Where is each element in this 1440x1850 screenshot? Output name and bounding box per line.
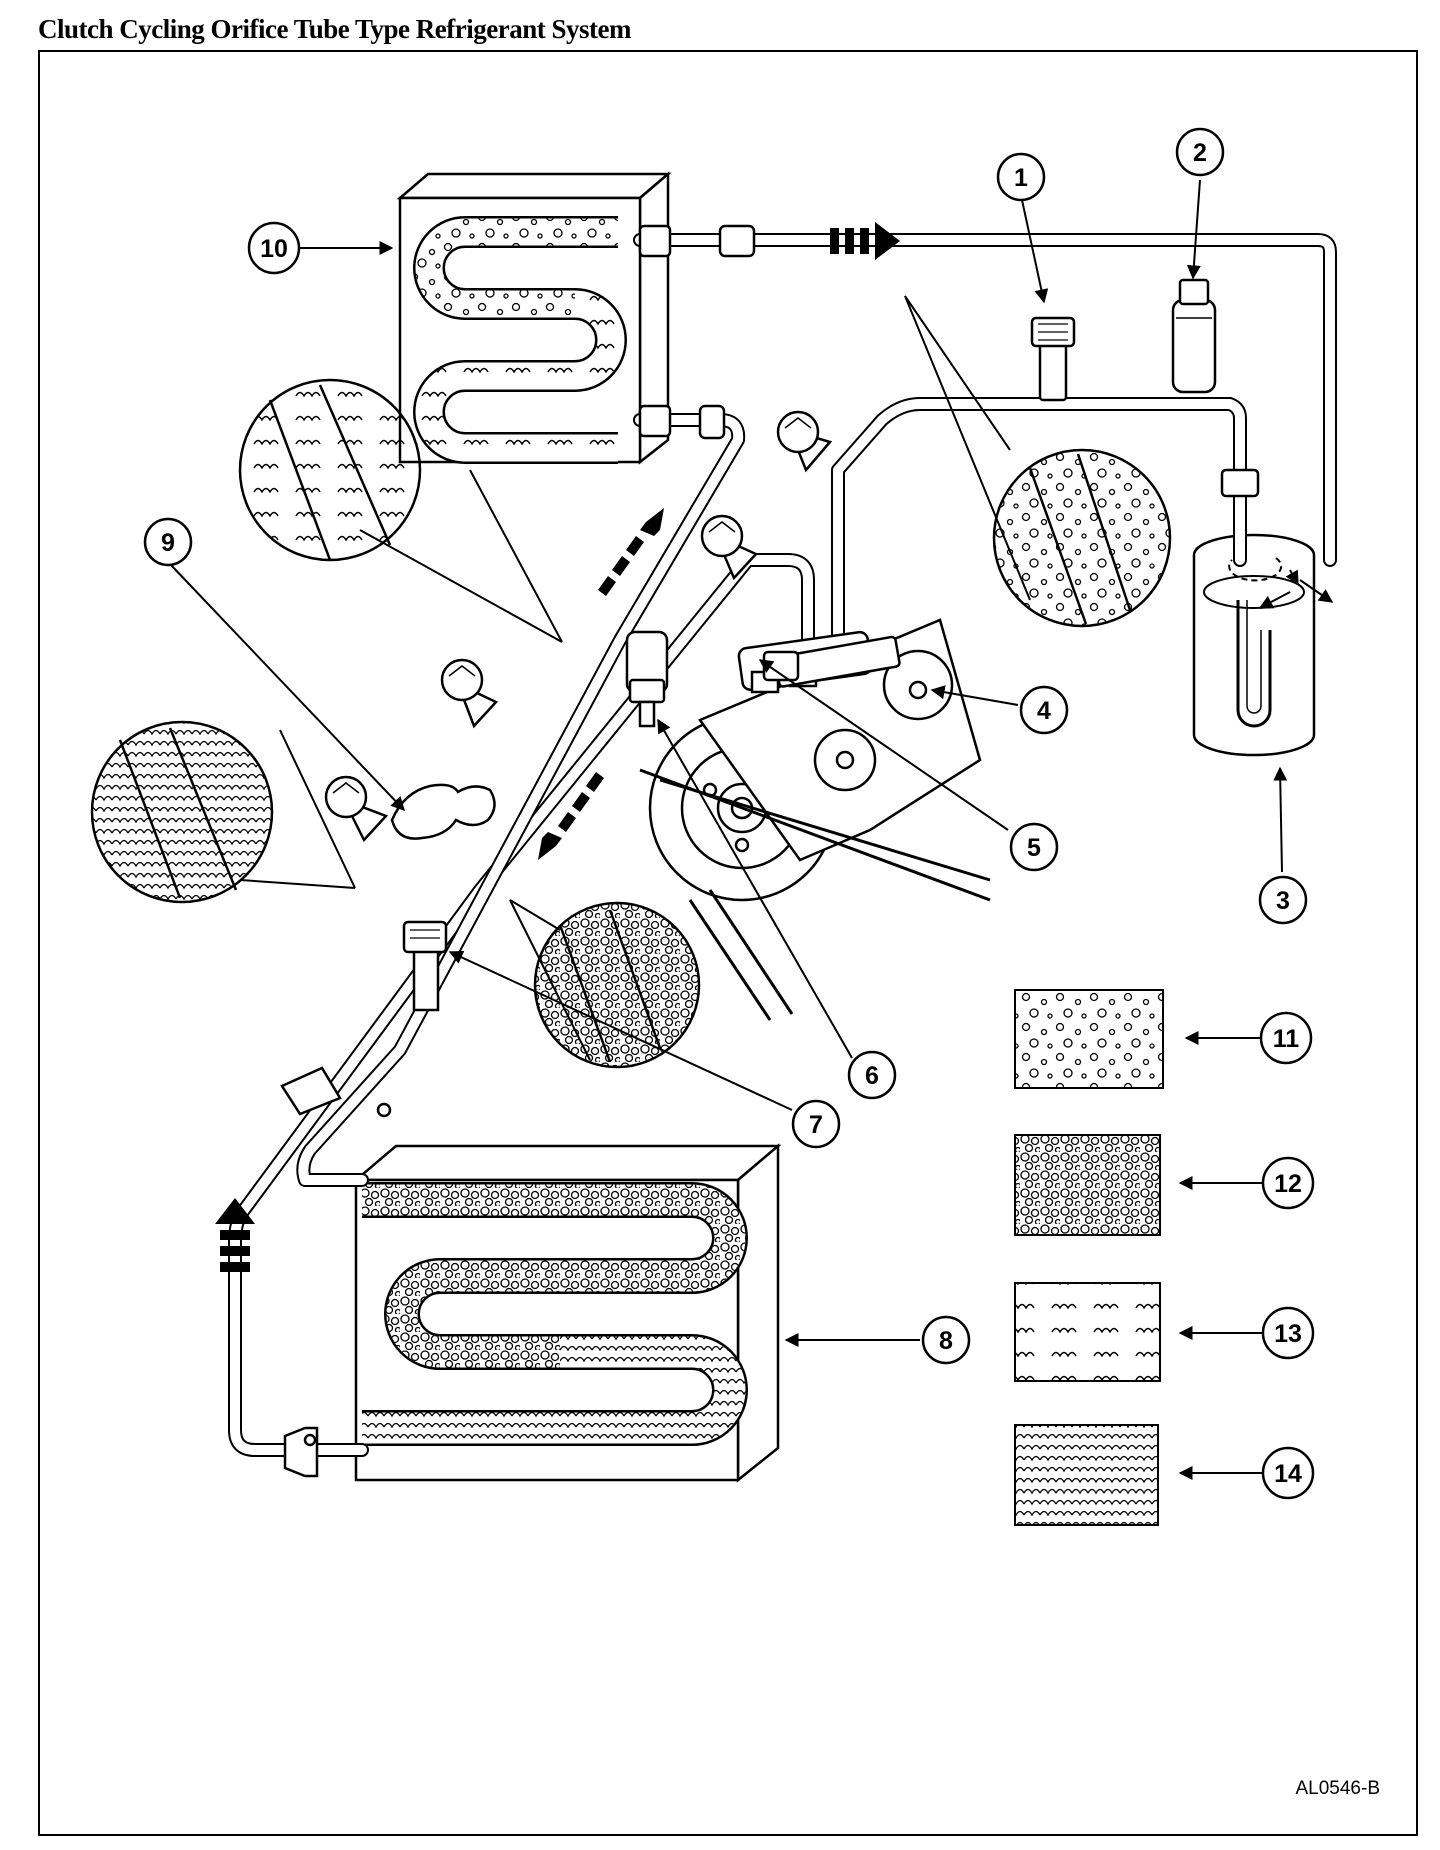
magnifier-evaporator-inlet <box>509 899 701 1069</box>
callout-14: 14 <box>1261 1446 1315 1500</box>
pressure-gauge-icon <box>700 514 759 581</box>
line-fittings <box>280 224 1260 1478</box>
legend-swatch-high-pressure-vapor <box>1014 1134 1161 1236</box>
magnifier-condenser-outlet <box>238 378 563 643</box>
callout-9: 9 <box>143 517 193 567</box>
svg-text:7: 7 <box>809 1111 823 1139</box>
flow-arrow-up <box>215 1198 255 1272</box>
callout-6: 6 <box>847 1050 897 1100</box>
pressure-gauge-icon <box>324 775 389 843</box>
orifice-tube <box>390 783 496 840</box>
svg-text:5: 5 <box>1027 834 1041 862</box>
service-valve-low-side <box>1030 316 1076 402</box>
evaporator <box>352 1143 782 1483</box>
page-title: Clutch Cycling Orifice Tube Type Refrige… <box>38 14 631 44</box>
compressor <box>639 618 991 1021</box>
callout-10: 10 <box>247 221 301 275</box>
cycling-pressure-switch <box>1171 278 1217 394</box>
callout-7: 7 <box>791 1099 841 1149</box>
pressure-gauge-icon <box>440 658 499 729</box>
svg-text:3: 3 <box>1276 887 1290 915</box>
callout-11: 11 <box>1259 1011 1313 1065</box>
callout-3: 3 <box>1258 875 1308 925</box>
flow-arrow-up-right <box>598 508 664 596</box>
legend-swatch-low-pressure-liquid <box>1014 1282 1161 1382</box>
legend-swatch-high-pressure-liquid <box>1014 1424 1159 1526</box>
svg-text:10: 10 <box>260 235 288 263</box>
callout-5: 5 <box>1009 822 1059 872</box>
condenser <box>396 171 672 465</box>
magnifier-suction-line <box>904 295 1172 628</box>
figure-code: AL0546-B <box>1295 1778 1380 1799</box>
svg-text:14: 14 <box>1274 1460 1302 1488</box>
pressure-gauge-icon <box>776 410 833 473</box>
legend-swatch-low-pressure-vapor <box>1014 989 1164 1089</box>
svg-text:1: 1 <box>1014 164 1028 192</box>
accumulator <box>1192 533 1334 757</box>
svg-text:12: 12 <box>1274 1170 1302 1198</box>
pressure-cutoff-switch <box>625 630 669 728</box>
magnifier-discharge-line <box>90 720 356 904</box>
svg-text:4: 4 <box>1037 697 1051 725</box>
flow-arrow-right <box>830 222 900 260</box>
figure-frame <box>38 50 1418 1836</box>
callout-13: 13 <box>1261 1306 1315 1360</box>
svg-text:13: 13 <box>1274 1320 1302 1348</box>
callout-4: 4 <box>1019 685 1069 735</box>
leader-lines <box>169 179 1288 1480</box>
flow-arrow-down-left <box>538 772 604 860</box>
service-valve-high-side <box>402 920 448 1012</box>
svg-text:9: 9 <box>161 529 175 557</box>
callout-8: 8 <box>921 1315 971 1365</box>
svg-text:8: 8 <box>939 1327 953 1355</box>
callout-12: 12 <box>1261 1156 1315 1210</box>
svg-text:2: 2 <box>1193 139 1207 167</box>
svg-text:6: 6 <box>865 1062 879 1090</box>
callout-2: 2 <box>1175 127 1225 177</box>
callout-1: 1 <box>996 152 1046 202</box>
svg-text:11: 11 <box>1273 1025 1300 1053</box>
